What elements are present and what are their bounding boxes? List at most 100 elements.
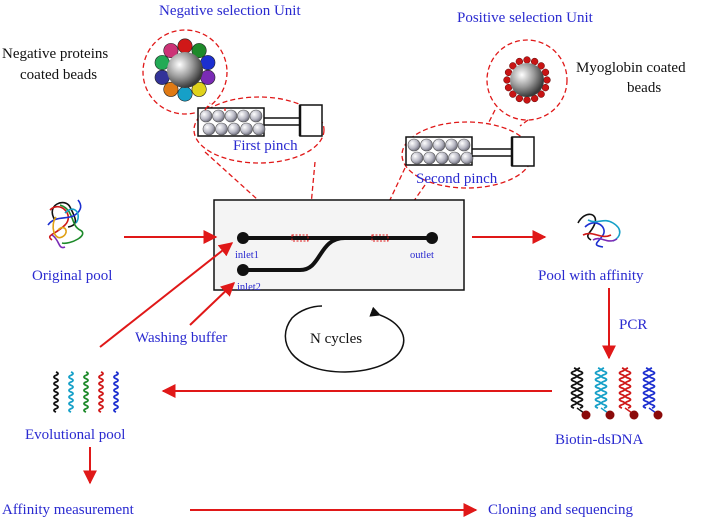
dsdna-strand-b	[600, 367, 608, 409]
n-cycles-label: N cycles	[310, 331, 362, 347]
negative-core-bead	[167, 52, 203, 88]
packed-bead	[215, 122, 228, 136]
original-pool-label: Original pool	[32, 268, 112, 284]
negative-bead-to-cartridge-dash-1	[204, 102, 211, 111]
packed-bead	[448, 151, 461, 165]
myoglobin-dot	[509, 90, 517, 98]
biotin-dsdna-label: Biotin-dsDNA	[555, 432, 644, 448]
negative-bead-circle	[142, 29, 228, 115]
myoglobin-dot	[523, 96, 531, 104]
biotin-dot	[629, 410, 639, 420]
molecule-strand	[587, 219, 621, 242]
myoglobin-core-bead	[510, 63, 544, 97]
dsdna-strand-b	[576, 367, 584, 409]
myoglobin-bead-ring	[503, 56, 551, 104]
packed-bead	[460, 151, 474, 165]
packed-bead	[227, 122, 241, 136]
negative-unit-title: Negative selection Unit	[159, 3, 301, 19]
molecule-strand	[48, 205, 70, 241]
protein-bead	[163, 43, 179, 59]
protein-bead	[177, 38, 193, 54]
myoglobin-beads-label-line1: Myoglobin coated	[576, 60, 686, 76]
biotin-dot	[581, 410, 591, 420]
packed-bead	[199, 109, 213, 123]
ssdna-strand	[113, 371, 119, 413]
first-pinch-zone	[291, 234, 309, 242]
cloning-sequencing-label: Cloning and sequencing	[488, 502, 633, 518]
negative-beads-label-line1: Negative proteins	[2, 46, 108, 62]
myoglobin-beads-label-line2: beads	[627, 80, 661, 96]
packed-bead	[423, 151, 436, 165]
pool-with-affinity-label: Pool with affinity	[538, 268, 644, 284]
washing-buffer-label: Washing buffer	[135, 330, 227, 346]
biotin-dot	[653, 410, 663, 420]
myoglobin-dot	[543, 76, 551, 84]
dsdna-strand-b	[624, 367, 632, 409]
molecule-strand	[582, 232, 612, 238]
protein-bead	[191, 81, 207, 97]
biotin-dsdna-strands	[570, 367, 663, 420]
packed-bead	[212, 109, 225, 123]
molecule-strand	[47, 199, 82, 226]
myoglobin-dot	[503, 76, 511, 84]
evolutional-pool-label: Evolutional pool	[25, 427, 125, 443]
negative-cartridge-to-chip-dash-2	[307, 161, 316, 239]
inlet2-port	[237, 264, 249, 276]
dsdna-strand-a	[570, 367, 578, 409]
packed-bead	[457, 138, 471, 152]
molecule-strand	[592, 237, 618, 242]
molecule-strand	[584, 222, 605, 248]
original-pool-molecules	[47, 199, 84, 249]
packed-bead	[432, 138, 446, 152]
pcr-label: PCR	[619, 317, 647, 333]
positive-unit-title: Positive selection Unit	[457, 10, 594, 26]
packed-bead	[252, 122, 266, 136]
protein-bead	[177, 86, 193, 102]
pool-with-affinity-molecules	[577, 213, 621, 248]
inlet2-label: inlet2	[237, 282, 261, 293]
ssdna-strand	[83, 371, 89, 413]
myoglobin-to-cartridge-dash-1	[487, 109, 496, 125]
negative-beads-label-line2: coated beads	[20, 67, 97, 83]
negative-packed-beads	[199, 109, 266, 136]
packed-bead	[445, 138, 458, 152]
chip-body	[213, 199, 465, 291]
outlet-label: outlet	[410, 250, 434, 261]
myoglobin-dot	[537, 62, 545, 70]
packed-bead	[407, 138, 421, 152]
first-pinch-label: First pinch	[233, 138, 298, 154]
second-pinch-zone	[371, 234, 389, 242]
negative-bead-callout	[142, 29, 228, 115]
positive-packed-beads	[407, 138, 474, 165]
microfluidic-chip: inlet1 inlet2 outlet	[213, 199, 465, 293]
dsdna-strand-a	[594, 367, 602, 409]
ssdna-strand	[53, 371, 59, 413]
affinity-measurement-label: Affinity measurement	[2, 502, 135, 518]
packed-bead	[249, 109, 263, 123]
myoglobin-bead-circle	[486, 39, 568, 121]
side-channel	[243, 236, 346, 272]
ssdna-strand	[68, 371, 74, 413]
outlet-port	[426, 232, 438, 244]
myoglobin-dot	[537, 90, 545, 98]
dsdna-strand-a	[642, 367, 650, 409]
packed-bead	[237, 109, 250, 123]
inlet1-label: inlet1	[235, 250, 259, 261]
negative-bead-ring	[154, 38, 216, 102]
packed-bead	[435, 151, 449, 165]
dsdna-strand-a	[618, 367, 626, 409]
myoglobin-dot	[509, 62, 517, 70]
positive-cartridge	[401, 121, 535, 189]
biotin-dot	[605, 410, 615, 420]
myoglobin-to-cartridge-dash-2	[519, 119, 529, 127]
arrow-evolutional-to-inlet1	[99, 242, 234, 348]
packed-bead	[240, 122, 253, 136]
molecule-strand	[51, 234, 66, 249]
evolutional-pool-strands	[53, 371, 119, 413]
cycle-arrow	[284, 305, 405, 373]
molecule-strand	[64, 208, 80, 224]
packed-bead	[224, 109, 238, 123]
second-pinch-label: Second pinch	[416, 171, 498, 187]
